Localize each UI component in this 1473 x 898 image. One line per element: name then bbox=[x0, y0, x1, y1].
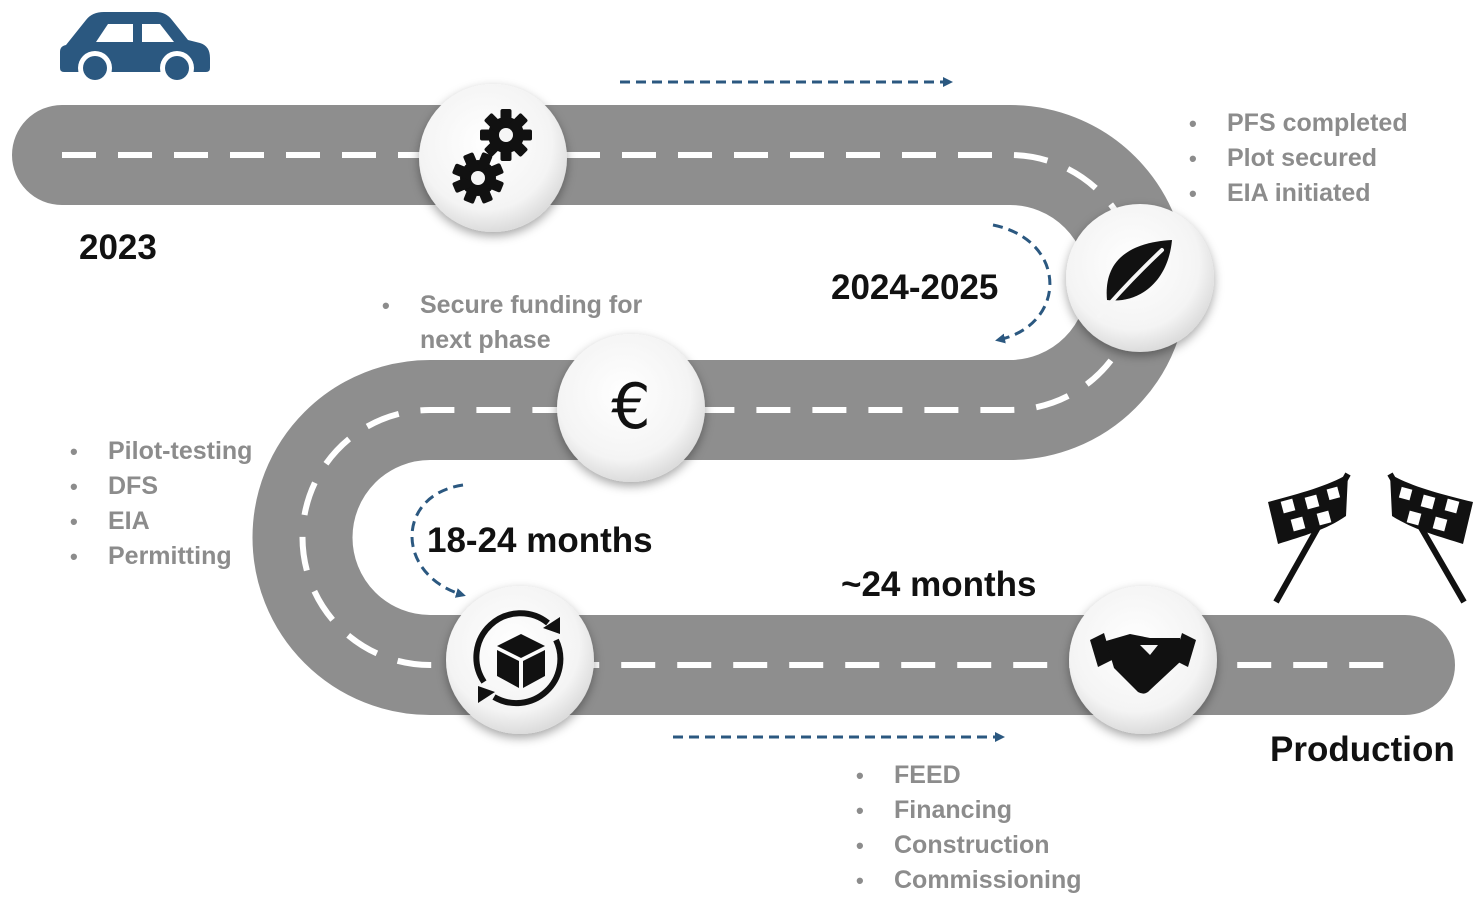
phase-1-items: PFS completed Plot secured EIA initiated bbox=[1189, 106, 1408, 211]
euro-icon: € bbox=[611, 370, 650, 443]
box-cycle-icon bbox=[473, 610, 564, 707]
direction-arrow-left-curve bbox=[410, 483, 466, 598]
direction-arrow-right-curve bbox=[992, 223, 1052, 344]
list-item: Construction bbox=[856, 828, 1082, 863]
list-item: FEED bbox=[856, 758, 1082, 793]
car-icon bbox=[60, 12, 210, 85]
list-item: EIA bbox=[70, 504, 252, 539]
phase-3-period-label: 18-24 months bbox=[427, 521, 653, 560]
list-item: Financing bbox=[856, 793, 1082, 828]
handshake-icon bbox=[1090, 633, 1196, 694]
list-item: Permitting bbox=[70, 539, 252, 574]
list-item: Pilot-testing bbox=[70, 434, 252, 469]
milestone-euro: € bbox=[557, 334, 705, 482]
milestone-leaf bbox=[1066, 204, 1214, 352]
list-item: PFS completed bbox=[1189, 106, 1408, 141]
leaf-icon bbox=[1097, 240, 1172, 318]
milestone-handshake bbox=[1069, 586, 1217, 734]
road bbox=[12, 105, 1455, 715]
list-item: Secure funding for next phase bbox=[382, 288, 690, 358]
milestone-gears bbox=[419, 84, 567, 232]
checkered-flags-icon bbox=[1268, 472, 1473, 604]
list-item: EIA initiated bbox=[1189, 176, 1408, 211]
gears-icon bbox=[452, 109, 532, 204]
phase-4-items: FEED Financing Construction Commissionin… bbox=[856, 758, 1082, 898]
list-item: DFS bbox=[70, 469, 252, 504]
phase-3-items: Pilot-testing DFS EIA Permitting bbox=[70, 434, 252, 574]
phase-1-period-label: 2024-2025 bbox=[831, 268, 999, 307]
finish-label: Production bbox=[1270, 730, 1455, 769]
milestone-box-cycle bbox=[446, 586, 594, 734]
list-item: Commissioning bbox=[856, 863, 1082, 898]
phase-4-period-label: ~24 months bbox=[841, 565, 1037, 604]
phase-2-items: Secure funding for next phase bbox=[382, 288, 690, 358]
list-item: Plot secured bbox=[1189, 141, 1408, 176]
start-year-label: 2023 bbox=[79, 228, 157, 267]
